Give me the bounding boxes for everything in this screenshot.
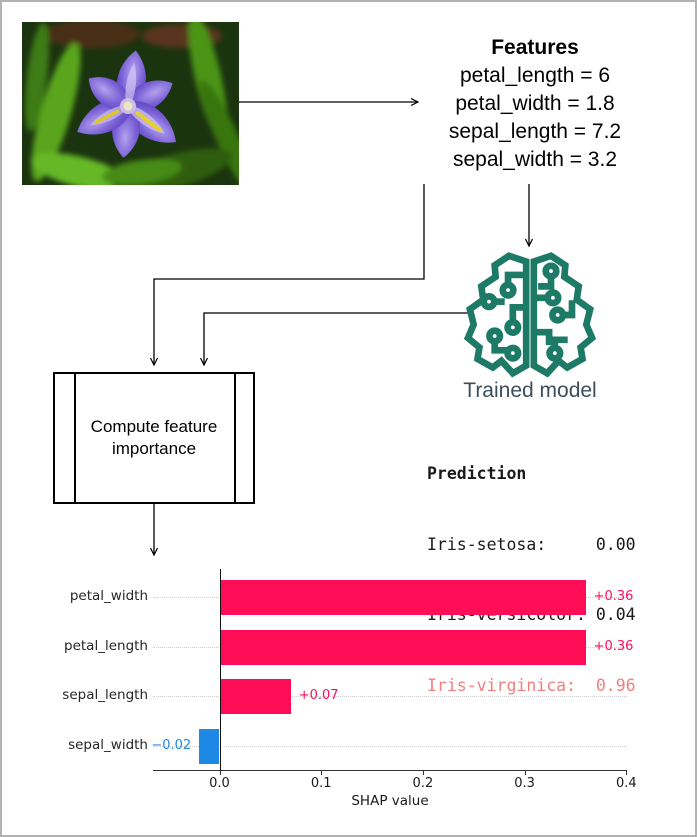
feature-sepal-length: sepal_length = 7.2 [448,120,622,143]
x-axis-tick [524,771,526,775]
bar-category-label: sepal_width [68,737,148,753]
box-inner-line-left [74,374,76,502]
trained-model-label: Trained model [463,379,597,402]
x-axis-tick [422,771,424,775]
compute-box-label: Compute feature importance [90,417,218,458]
box-inner-line-right [234,374,236,502]
bar-value-label: −0.02 [151,738,192,753]
arrow-model-to-compute [199,312,469,367]
x-axis-tick-label: 0.3 [514,776,535,791]
prediction-row-setosa: Iris-setosa:0.00 [427,534,636,554]
chart-gridline [153,696,627,697]
bar-category-label: sepal_length [62,687,148,703]
feature-petal-width: petal_width = 1.8 [455,92,615,115]
x-axis-tick-label: 0.1 [310,776,332,791]
brain-circuit-icon [463,252,597,378]
feature-sepal-width: sepal_width = 3.2 [452,148,618,171]
prediction-row-virginica: Iris-virginica:0.96 [427,675,636,695]
shap-bar-sepal_length [219,678,291,714]
chart-x-axis [153,770,627,771]
x-axis-tick [626,771,628,775]
bar-value-label: +0.07 [298,688,339,703]
shap-bar-petal_width [219,579,586,615]
x-axis-tick-label: 0.0 [209,776,230,791]
shap-bar-sepal_width [199,728,220,764]
iris-flower-photo [22,22,239,185]
feature-petal-length: petal_length = 6 [459,64,611,87]
x-axis-tick-label: 0.2 [412,776,434,791]
bar-value-label: +0.36 [593,589,634,604]
x-axis-tick-label: 0.4 [615,776,637,791]
shap-bar-petal_length [219,629,586,665]
bar-category-label: petal_width [69,588,148,604]
x-axis-tick [321,771,323,775]
x-axis-tick [219,771,221,775]
bar-category-label: petal_length [64,638,148,654]
x-axis-title: SHAP value [351,793,429,809]
arrow-features-to-compute [149,184,425,367]
prediction-title: Prediction [427,464,527,483]
iris-flower [77,50,176,158]
chart-gridline [153,746,627,747]
features-title: Features [491,36,579,59]
features-block: Features petal_length = 6 petal_width = … [402,34,668,174]
chart-zero-line [219,569,221,770]
compute-feature-importance-box: Compute feature importance [53,372,255,504]
bar-value-label: +0.36 [593,639,634,654]
